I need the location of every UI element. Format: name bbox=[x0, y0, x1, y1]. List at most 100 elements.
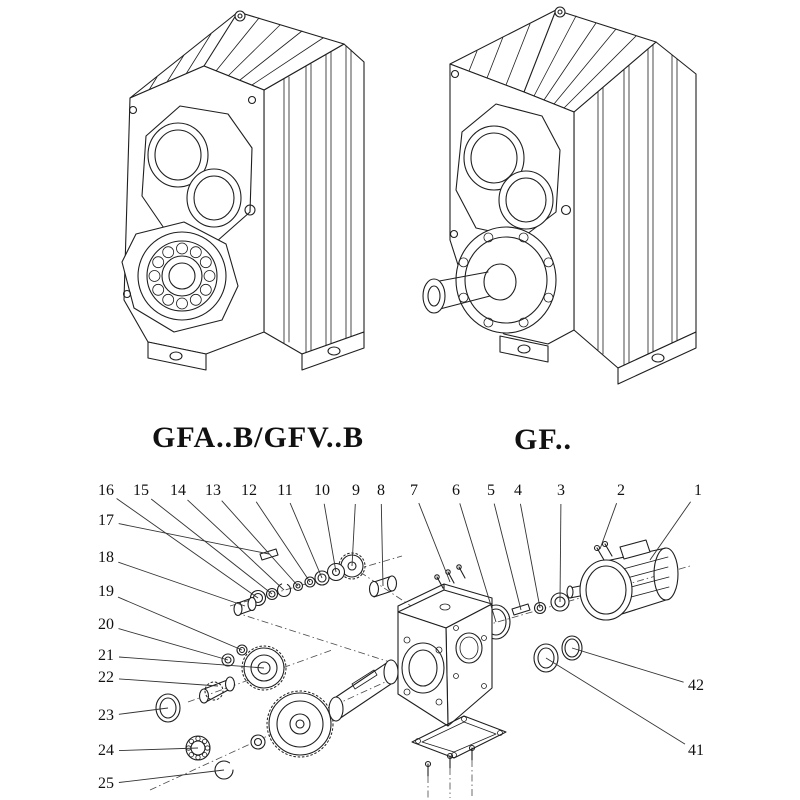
gearbox-drawing-gfa-gfv bbox=[122, 11, 364, 370]
corner-bolt-hole bbox=[249, 97, 256, 104]
part-41-ring bbox=[534, 644, 558, 672]
keyway bbox=[352, 670, 377, 689]
washer-output bbox=[251, 735, 265, 749]
lifting-eye-hole bbox=[238, 14, 242, 18]
part-number-41: 41 bbox=[688, 742, 704, 759]
flange-ring bbox=[465, 237, 547, 323]
leader-line-41 bbox=[546, 658, 685, 744]
output-bore bbox=[162, 256, 202, 296]
part-number-2: 2 bbox=[617, 482, 625, 499]
leader-line-20 bbox=[119, 629, 229, 660]
part-25-circlip bbox=[215, 761, 233, 779]
leader-line-19 bbox=[118, 597, 242, 650]
part-number-25: 25 bbox=[98, 775, 114, 792]
part-number-21: 21 bbox=[98, 647, 114, 664]
shaft-end bbox=[423, 279, 445, 313]
part-number-10: 10 bbox=[314, 482, 330, 499]
input-bore-inner bbox=[471, 133, 517, 183]
part-number-20: 20 bbox=[98, 616, 114, 633]
lifting-eye bbox=[555, 7, 565, 17]
leader-line-18 bbox=[118, 562, 245, 606]
part-15-ring bbox=[267, 589, 278, 600]
part-number-9: 9 bbox=[352, 482, 360, 499]
leader-line-10 bbox=[324, 504, 336, 572]
shaft-end-inner bbox=[428, 286, 440, 306]
bearing-race bbox=[147, 241, 217, 311]
motor-axis bbox=[470, 566, 690, 630]
leader-line-23 bbox=[119, 708, 168, 714]
part-number-13: 13 bbox=[205, 482, 221, 499]
part-number-8: 8 bbox=[377, 482, 385, 499]
leader-line-7 bbox=[419, 503, 450, 582]
model-label-gf: GF.. bbox=[514, 423, 572, 456]
corner-bolt-hole bbox=[452, 71, 459, 78]
leader-line-3 bbox=[560, 504, 561, 602]
part-number-4: 4 bbox=[514, 482, 522, 499]
part-number-1: 1 bbox=[694, 482, 702, 499]
leader-line-4 bbox=[520, 504, 540, 608]
oil-plug bbox=[562, 206, 571, 215]
leader-line-9 bbox=[352, 504, 355, 566]
corner-bolt-hole bbox=[124, 291, 131, 298]
part-7-bolts bbox=[435, 565, 465, 588]
part-number-23: 23 bbox=[98, 707, 114, 724]
second-bore bbox=[187, 169, 241, 227]
leader-line-15 bbox=[151, 499, 272, 594]
roof-fold bbox=[204, 12, 238, 66]
output-bore-inner bbox=[169, 263, 195, 289]
model-label-gfa-gfv: GFA..B/GFV..B bbox=[152, 421, 364, 454]
part-number-22: 22 bbox=[98, 669, 114, 686]
leader-line-12 bbox=[256, 502, 310, 582]
corner-bolt-hole bbox=[130, 107, 137, 114]
lifting-eye-hole bbox=[558, 10, 562, 14]
part-number-16: 16 bbox=[98, 482, 114, 499]
shaft-hub bbox=[484, 264, 516, 300]
leader-line-11 bbox=[290, 503, 322, 578]
mounting-foot bbox=[148, 342, 206, 370]
part-14-circlip bbox=[278, 584, 291, 597]
part-17-key bbox=[260, 549, 278, 560]
leader-line-1 bbox=[650, 502, 691, 560]
part-2-bolts bbox=[595, 542, 613, 561]
bearing-rollers bbox=[149, 243, 215, 309]
roof-fold bbox=[524, 10, 556, 92]
leader-line-5 bbox=[494, 504, 521, 610]
leader-line-21 bbox=[119, 657, 264, 668]
part-number-15: 15 bbox=[133, 482, 149, 499]
second-bore-inner bbox=[194, 176, 234, 220]
output-shaft bbox=[434, 272, 490, 310]
assembly-guides bbox=[234, 572, 432, 664]
foot-hole bbox=[170, 352, 182, 360]
part-42-ring bbox=[562, 636, 582, 660]
part-number-6: 6 bbox=[452, 482, 460, 499]
motor-flange bbox=[580, 560, 632, 620]
housing-side-panel bbox=[264, 44, 364, 354]
side-ribs bbox=[598, 45, 677, 365]
cover-bolts bbox=[426, 746, 475, 799]
part-number-19: 19 bbox=[98, 583, 114, 600]
part-number-12: 12 bbox=[241, 482, 257, 499]
leader-line-24 bbox=[119, 748, 198, 751]
part-number-17: 17 bbox=[98, 512, 114, 529]
corner-bolt-hole bbox=[451, 231, 458, 238]
leader-line-14 bbox=[188, 500, 285, 590]
leader-line-17 bbox=[119, 524, 269, 554]
part-number-14: 14 bbox=[170, 482, 186, 499]
oil-plug bbox=[245, 205, 255, 215]
part-number-7: 7 bbox=[410, 482, 418, 499]
mounting-foot bbox=[302, 332, 364, 370]
part-number-5: 5 bbox=[487, 482, 495, 499]
part-number-24: 24 bbox=[98, 742, 114, 759]
gearbox-drawing-gf bbox=[423, 7, 696, 384]
terminal-box bbox=[620, 540, 650, 559]
second-bore bbox=[499, 171, 553, 229]
part-18-shaft bbox=[234, 598, 256, 616]
leader-line-42 bbox=[572, 648, 684, 682]
cover-plate bbox=[412, 716, 506, 758]
part-1-motor bbox=[567, 540, 678, 620]
filler-plug bbox=[440, 604, 450, 610]
leader-line-16 bbox=[117, 499, 258, 599]
input-bore-inner bbox=[155, 130, 201, 180]
roof-ribs-left bbox=[149, 34, 211, 90]
